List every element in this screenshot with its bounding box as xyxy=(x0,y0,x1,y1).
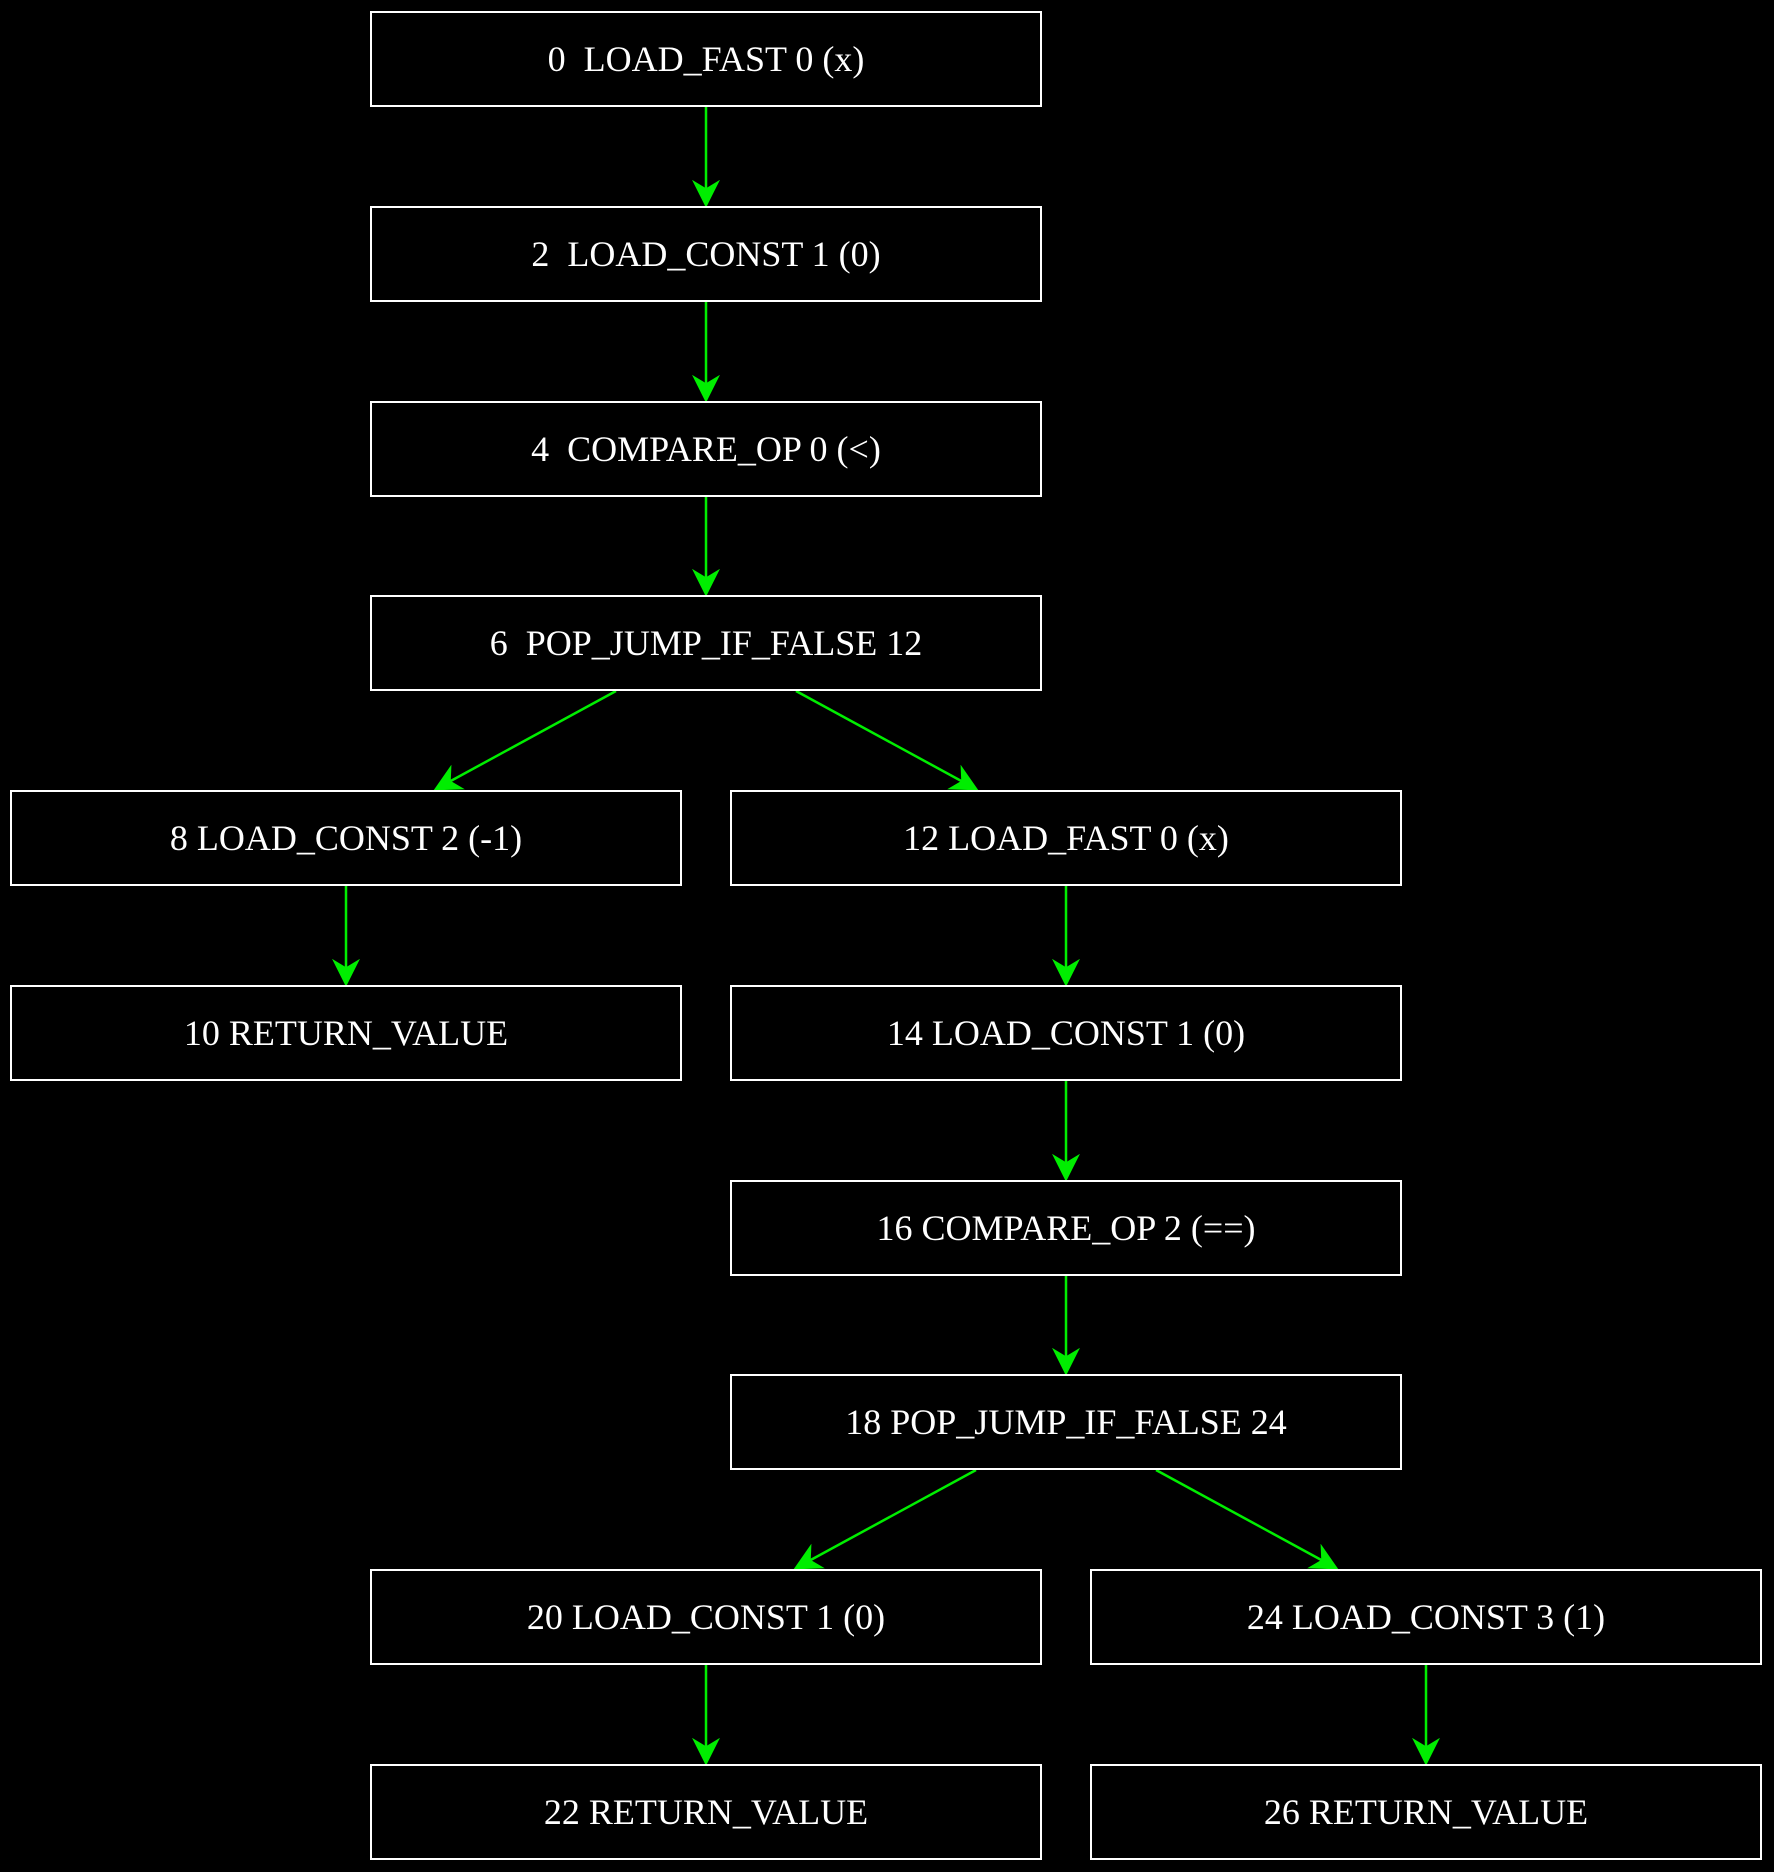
node-12-load-fast: 12 LOAD_FAST 0 (x) xyxy=(730,790,1402,886)
node-4-compare-op: 4 COMPARE_OP 0 (<) xyxy=(370,401,1042,497)
edge-n18-to-n24 xyxy=(1155,1468,1339,1570)
node-14-load-const: 14 LOAD_CONST 1 (0) xyxy=(730,985,1402,1081)
node-0-load-fast: 0 LOAD_FAST 0 (x) xyxy=(370,11,1042,107)
node-20-load-const: 20 LOAD_CONST 1 (0) xyxy=(370,1569,1042,1665)
node-26-return-value: 26 RETURN_VALUE xyxy=(1090,1764,1762,1860)
node-24-load-const: 24 LOAD_CONST 3 (1) xyxy=(1090,1569,1762,1665)
edge-n18-to-n20 xyxy=(793,1468,977,1570)
edge-n6-to-n8 xyxy=(433,689,617,791)
node-8-load-const: 8 LOAD_CONST 2 (-1) xyxy=(10,790,682,886)
node-16-compare-op: 16 COMPARE_OP 2 (==) xyxy=(730,1180,1402,1276)
node-18-pop-jump-if-false: 18 POP_JUMP_IF_FALSE 24 xyxy=(730,1374,1402,1470)
node-22-return-value: 22 RETURN_VALUE xyxy=(370,1764,1042,1860)
node-6-pop-jump-if-false: 6 POP_JUMP_IF_FALSE 12 xyxy=(370,595,1042,691)
node-2-load-const: 2 LOAD_CONST 1 (0) xyxy=(370,206,1042,302)
edge-n6-to-n12 xyxy=(795,689,979,791)
node-10-return-value: 10 RETURN_VALUE xyxy=(10,985,682,1081)
